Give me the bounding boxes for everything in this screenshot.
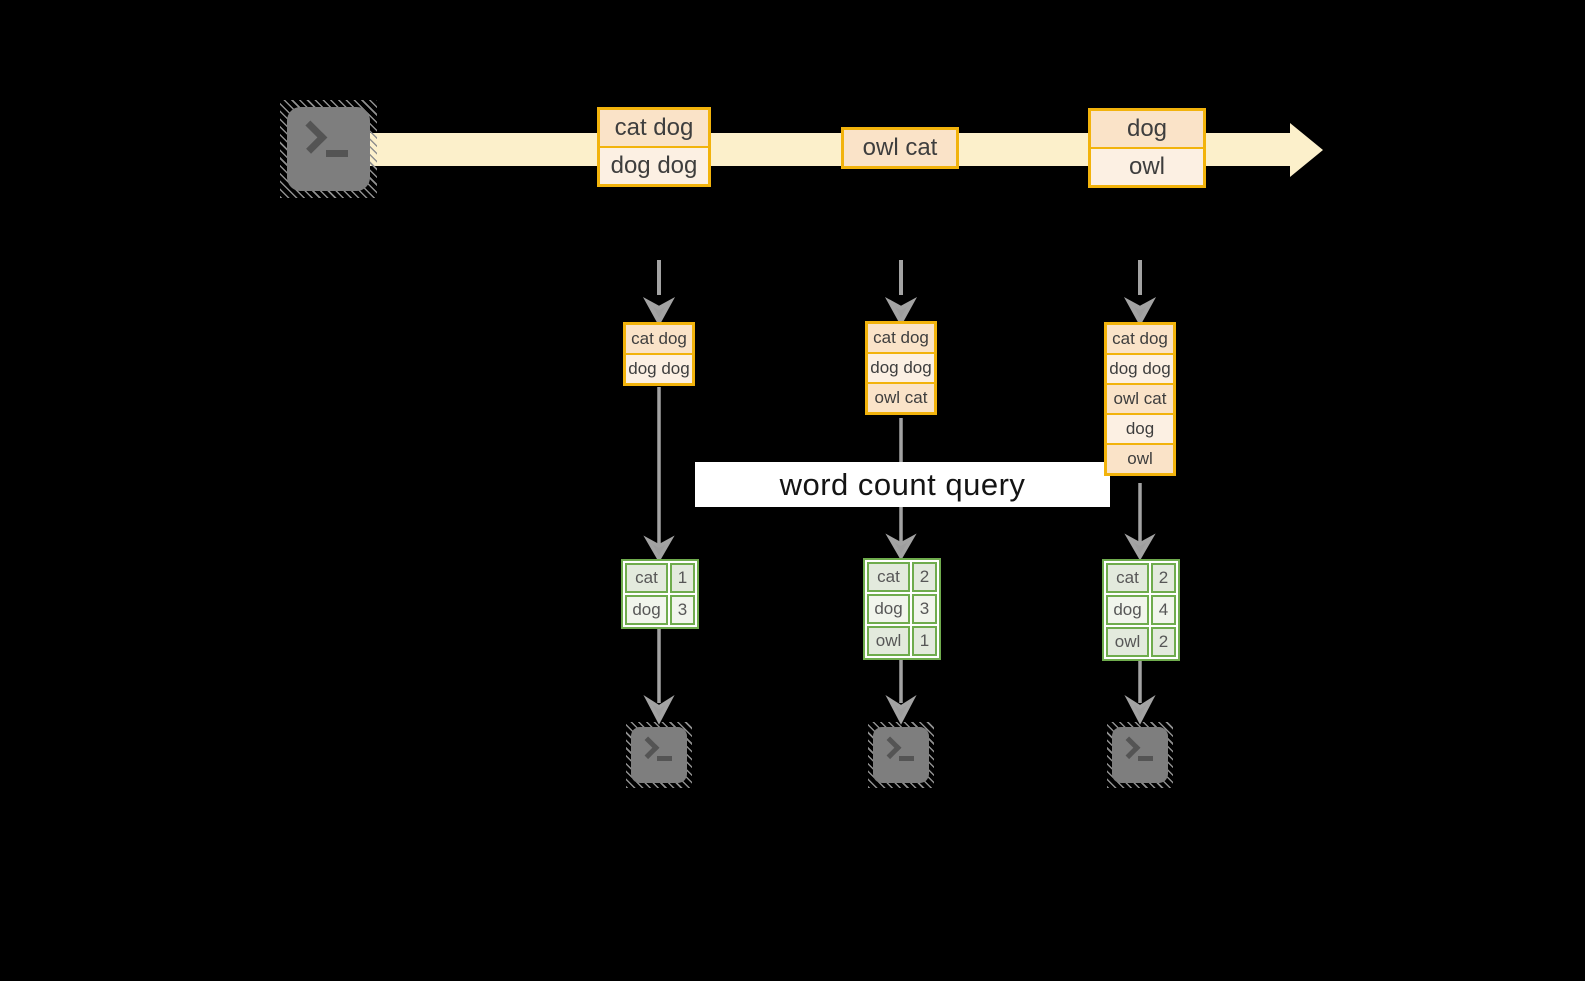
stream-message-3: dog owl [1088,108,1206,188]
message-row: owl [1091,149,1203,185]
state-row: owl [1107,445,1173,473]
stream-message-1: cat dog dog dog [597,107,711,187]
terminal-body [872,726,930,784]
message-row: dog dog [600,148,708,184]
state-row: dog dog [868,354,934,382]
stream-message-2: owl cat [841,127,959,169]
prompt-cursor-icon [657,756,672,762]
count-word: dog [867,594,910,624]
count-word: cat [867,562,910,592]
count-word: cat [625,563,668,593]
count-value: 4 [1151,595,1176,625]
stream-arrowhead [1290,123,1323,177]
count-word: dog [1106,595,1149,625]
terminal-body [1111,726,1169,784]
state-row: dog dog [626,355,692,383]
query-label: word count query [695,462,1110,507]
message-row: dog [1091,111,1203,147]
state-row: owl cat [868,384,934,412]
count-value: 2 [912,562,937,592]
state-row: cat dog [1107,325,1173,353]
state-row: dog [1107,415,1173,443]
state-row: dog dog [1107,355,1173,383]
count-table-2: cat 2 dog 3 owl 1 [863,558,941,660]
count-table-1: cat 1 dog 3 [621,559,699,629]
prompt-cursor-icon [899,756,914,762]
count-value: 2 [1151,627,1176,657]
state-row: cat dog [626,325,692,353]
count-value: 1 [912,626,937,656]
count-value: 1 [670,563,695,593]
message-row: owl cat [844,130,956,166]
terminal-body [286,106,371,192]
count-word: cat [1106,563,1149,593]
count-value: 3 [912,594,937,624]
message-row: cat dog [600,110,708,146]
terminal-icon [868,722,934,788]
state-stack-1: cat dog dog dog [623,322,695,386]
state-stack-2: cat dog dog dog owl cat [865,321,937,415]
count-table-3: cat 2 dog 4 owl 2 [1102,559,1180,661]
terminal-icon [1107,722,1173,788]
prompt-cursor-icon [1138,756,1153,762]
count-value: 2 [1151,563,1176,593]
state-stack-3: cat dog dog dog owl cat dog owl [1104,322,1176,476]
state-row: owl cat [1107,385,1173,413]
prompt-cursor-icon [325,149,348,157]
terminal-icon [626,722,692,788]
count-word: owl [867,626,910,656]
terminal-body [630,726,688,784]
count-word: owl [1106,627,1149,657]
state-row: cat dog [868,324,934,352]
count-value: 3 [670,595,695,625]
count-word: dog [625,595,668,625]
terminal-icon [280,100,377,198]
